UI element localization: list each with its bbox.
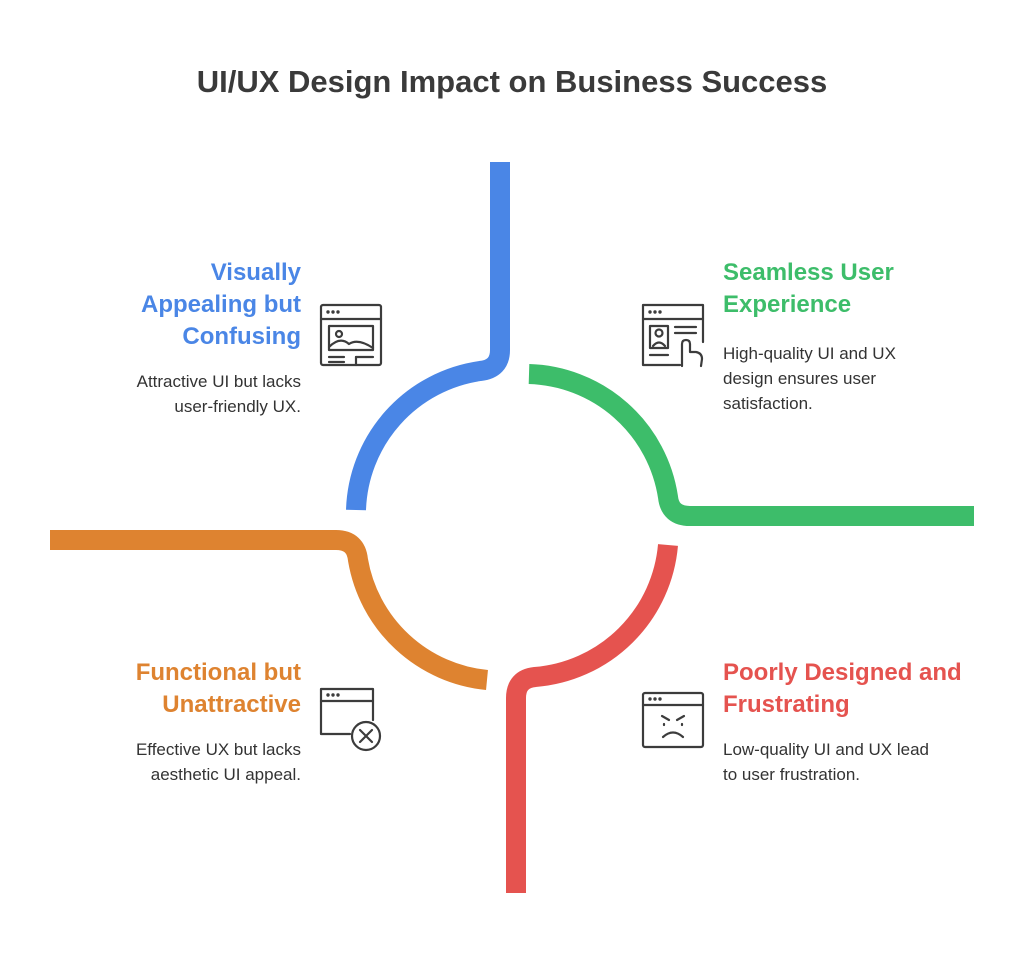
title-line: Unattractive <box>162 691 301 718</box>
title-line: Visually <box>210 259 301 286</box>
desc-line: Attractive UI but lacks <box>136 372 301 391</box>
quadrant-title-top-left: Visually Appealing but Confusing <box>60 257 301 353</box>
quadrant-desc-top-right: High-quality UI and UX design ensures us… <box>723 341 1003 416</box>
title-line: Experience <box>723 291 852 318</box>
title-line: Seamless User <box>723 259 894 286</box>
page-title: UI/UX Design Impact on Business Success <box>196 64 828 99</box>
browser-image-icon <box>319 303 383 367</box>
title-line: Appealing but <box>141 291 301 318</box>
desc-line: High-quality UI and UX <box>723 344 896 363</box>
quadrant-desc-top-left: Attractive UI but lacks user-friendly UX… <box>60 369 301 419</box>
browser-touch-icon <box>641 303 705 368</box>
red-arc-segment <box>506 543 678 893</box>
desc-line: design ensures user <box>723 369 877 388</box>
title-line: Poorly Designed and <box>723 659 962 686</box>
desc-line: aesthetic UI appeal. <box>150 765 301 784</box>
desc-line: satisfaction. <box>723 394 813 413</box>
title-line: Functional but <box>135 659 301 686</box>
blue-arc-segment <box>346 162 510 511</box>
quadrant-desc-bottom-left: Effective UX but lacks aesthetic UI appe… <box>60 737 301 787</box>
green-arc-segment <box>528 364 974 526</box>
quadrant-desc-bottom-right: Low-quality UI and UX lead to user frust… <box>723 737 1013 787</box>
desc-line: user-friendly UX. <box>174 397 301 416</box>
browser-error-icon <box>319 687 382 752</box>
browser-angry-icon <box>641 691 705 749</box>
desc-line: Low-quality UI and UX lead <box>723 740 930 759</box>
quadrant-title-top-right: Seamless User Experience <box>723 257 1003 321</box>
quadrant-title-bottom-left: Functional but Unattractive <box>60 657 301 721</box>
desc-line: to user frustration. <box>723 765 861 784</box>
orange-arc-segment <box>50 530 489 690</box>
title-line: Frustrating <box>723 691 850 718</box>
title-line: Confusing <box>182 323 301 350</box>
quadrant-title-bottom-right: Poorly Designed and Frustrating <box>723 657 1013 721</box>
desc-line: Effective UX but lacks <box>135 740 301 759</box>
